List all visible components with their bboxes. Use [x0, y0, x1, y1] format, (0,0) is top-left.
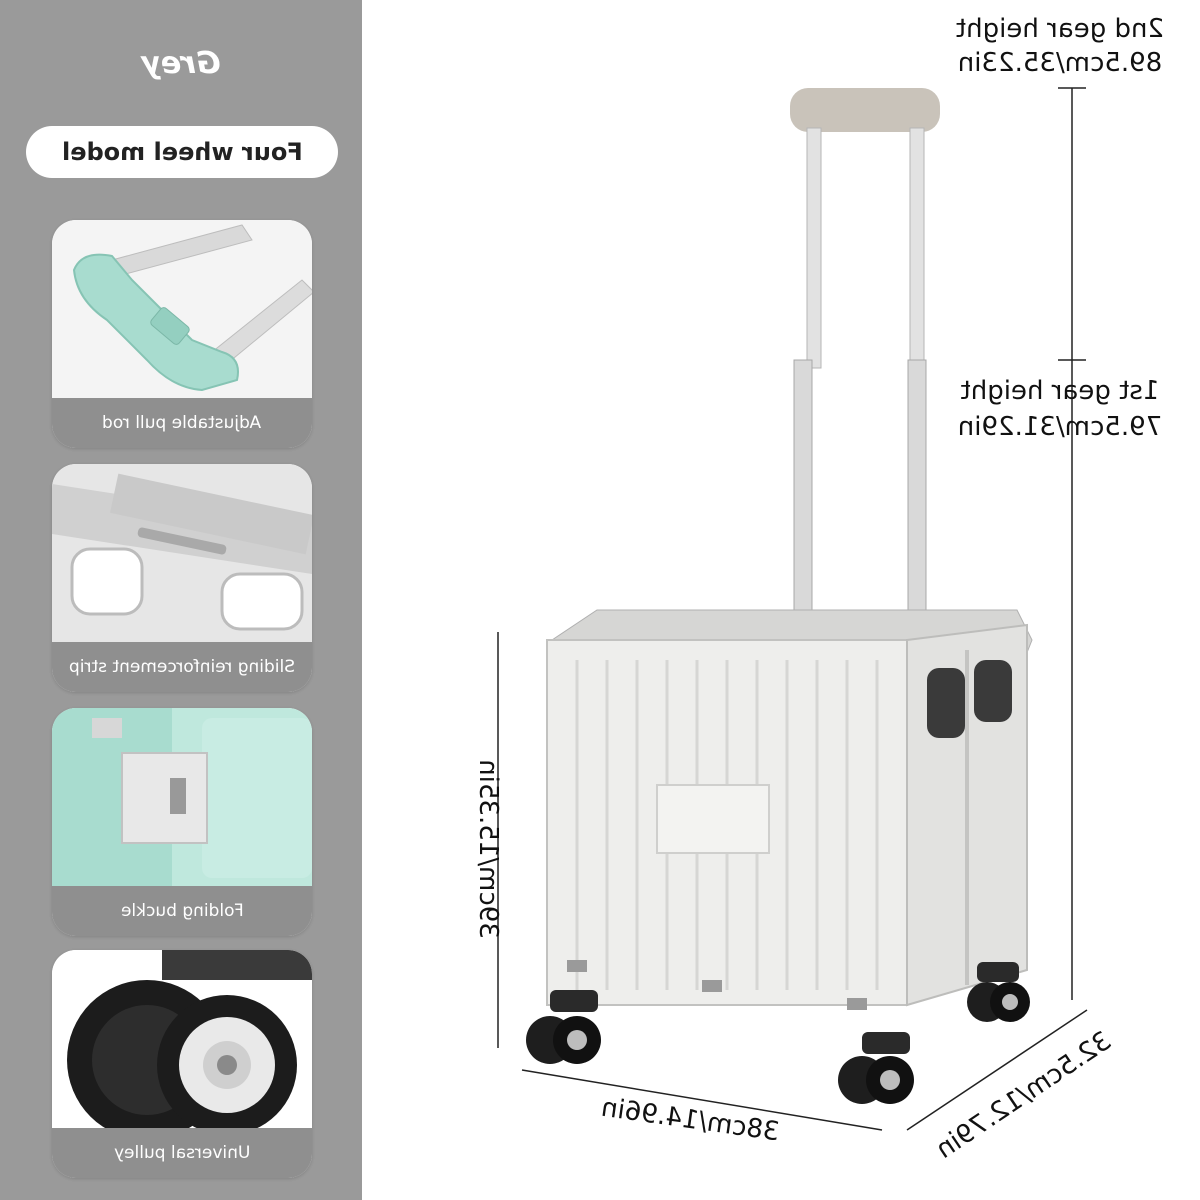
- height-label-wrap: 39cm/15.35in: [469, 729, 503, 969]
- height-label: 39cm/15.35in: [473, 759, 503, 939]
- feature-card-universal-pulley: Universal pulley: [52, 950, 312, 1178]
- feature-card-pull-rod: Adjustable pull rod: [52, 220, 312, 448]
- model-badge: Four wheel model: [26, 126, 338, 178]
- feature-card-reinforcement-strip: Sliding reinforcement strip: [52, 464, 312, 692]
- feature-label: Universal pulley: [113, 1143, 251, 1163]
- feature-label: Adjustable pull rod: [102, 413, 262, 433]
- pull-rod-icon: [52, 220, 312, 398]
- feature-sidebar: Grey Four wheel model Adjustable pull ro…: [0, 0, 362, 1200]
- wheels: [526, 962, 1030, 1104]
- dimension-lines: [497, 87, 1088, 1131]
- gear1-title: 1st gear height: [960, 376, 1160, 406]
- model-label: Four wheel model: [61, 138, 303, 166]
- handle-grip: [790, 88, 940, 132]
- color-name: Grey: [141, 46, 221, 81]
- gear2-value: 89.5cm/35.23in: [957, 48, 1163, 78]
- wheel-icon: [52, 950, 312, 1140]
- folding-buckle-icon: [52, 708, 312, 886]
- cart-illustration: [497, 87, 1088, 1131]
- reinforcement-strip-icon: [52, 464, 312, 642]
- feature-card-folding-buckle: Folding buckle: [52, 708, 312, 936]
- feature-label: Folding buckle: [120, 901, 244, 921]
- gear1-value: 79.5cm/31.29in: [957, 412, 1163, 442]
- gear2-title: 2nd gear height: [955, 14, 1165, 44]
- feature-label: Sliding reinforcement strip: [69, 657, 295, 677]
